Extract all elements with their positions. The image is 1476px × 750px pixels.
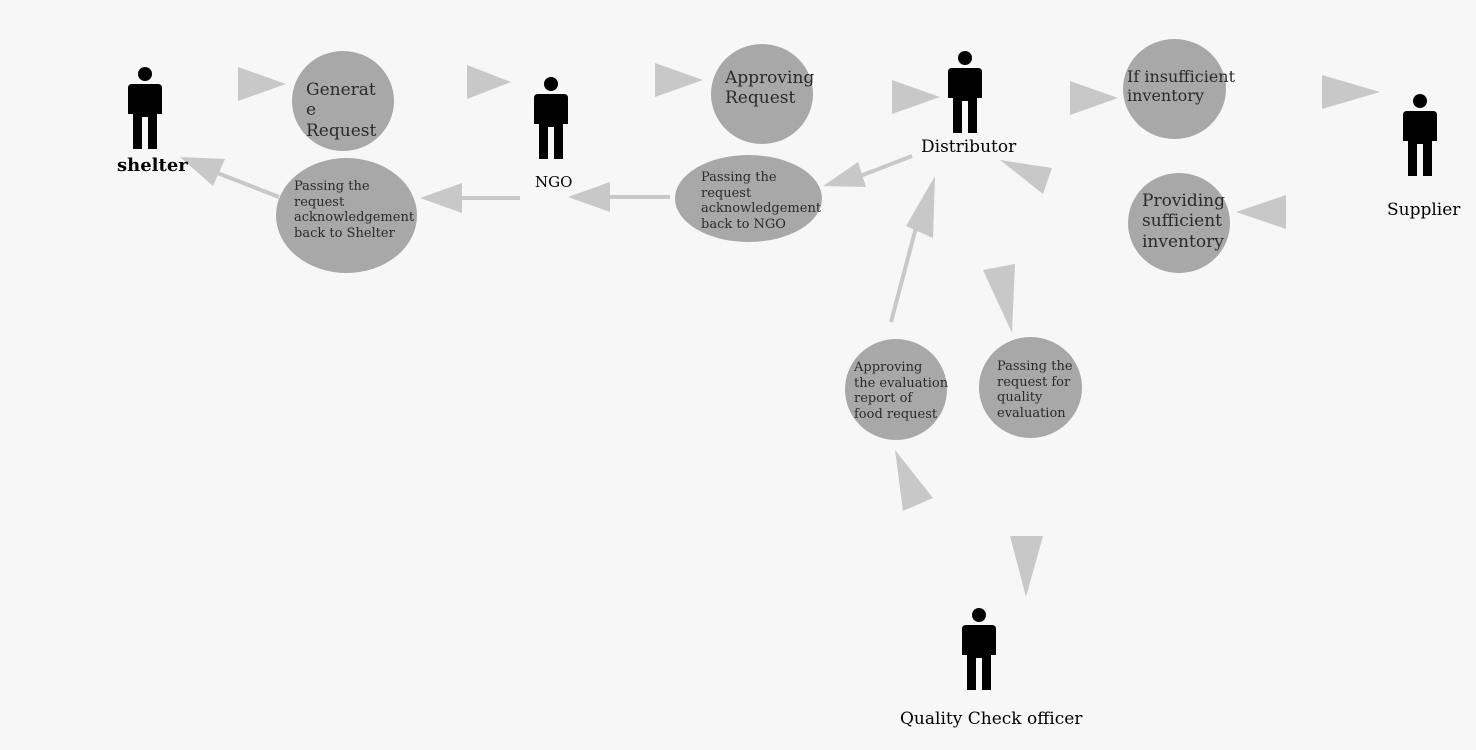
process-label: Generat e Request xyxy=(306,80,377,141)
arrow-head-ngo-to-ack-shelter xyxy=(420,183,462,213)
actor-supplier-icon xyxy=(1403,94,1439,176)
arrow-head-approving-to-distributor xyxy=(892,80,940,114)
actor-distributor-label: Distributor xyxy=(921,137,1017,157)
process-label: If insufficient inventory xyxy=(1127,67,1236,106)
arrow-head-generate-to-ngo xyxy=(467,65,511,99)
actor-quality-officer-label: Quality Check officer xyxy=(900,709,1083,729)
process-providing-inventory: Providing sufficient inventory xyxy=(1128,173,1230,273)
actor-supplier-label: Supplier xyxy=(1387,200,1461,220)
process-label: Approving Request xyxy=(725,68,815,109)
arrow-head-evaluation-to-distributor xyxy=(906,176,935,238)
process-label: Passing the request for quality evaluati… xyxy=(997,359,1073,421)
arrow-line-evaluation-to-distributor xyxy=(889,219,920,323)
process-label: Passing the request acknowledgement back… xyxy=(701,170,822,232)
arrow-head-shelter-to-generate xyxy=(238,67,286,101)
process-ack-to-ngo: Passing the request acknowledgement back… xyxy=(675,155,822,242)
actor-ngo-label: NGO xyxy=(535,173,573,191)
arrow-head-distributor-to-ack-ngo xyxy=(823,162,866,187)
process-label: Providing sufficient inventory xyxy=(1142,191,1225,252)
arrow-head-providing-to-distributor xyxy=(1000,160,1052,194)
actor-quality-officer-icon xyxy=(962,608,998,690)
process-insufficient-inventory: If insufficient inventory xyxy=(1123,39,1235,139)
arrow-head-officer-to-evaluation xyxy=(895,450,933,511)
actor-distributor-icon xyxy=(948,51,984,133)
process-approving-evaluation: Approving the evaluation report of food … xyxy=(845,339,949,440)
actor-shelter-icon xyxy=(128,67,164,149)
arrow-head-ack-ngo-to-ngo xyxy=(568,182,610,212)
arrow-head-ngo-to-approving xyxy=(655,63,703,97)
process-label: Approving the evaluation report of food … xyxy=(854,360,949,422)
process-quality-evaluation: Passing the request for quality evaluati… xyxy=(979,337,1082,438)
actor-ngo-icon xyxy=(534,77,570,159)
arrow-head-ack-shelter-to-shelter xyxy=(180,157,225,186)
arrow-head-quality-eval-to-officer xyxy=(1010,536,1043,597)
arrow-head-distributor-to-insufficient xyxy=(1070,81,1118,115)
arrow-head-supplier-to-providing xyxy=(1236,195,1286,229)
arrow-head-insufficient-to-supplier xyxy=(1322,75,1380,109)
arrow-head-distributor-to-quality-eval xyxy=(983,264,1015,333)
arrow-line-ack-shelter-to-shelter xyxy=(214,170,280,199)
process-generate-request: Generat e Request xyxy=(292,51,394,151)
process-approving-request: Approving Request xyxy=(711,44,815,144)
process-ack-to-shelter: Passing the request acknowledgement back… xyxy=(276,158,417,273)
actor-shelter-label: shelter xyxy=(117,155,188,176)
process-label: Passing the request acknowledgement back… xyxy=(294,179,415,241)
